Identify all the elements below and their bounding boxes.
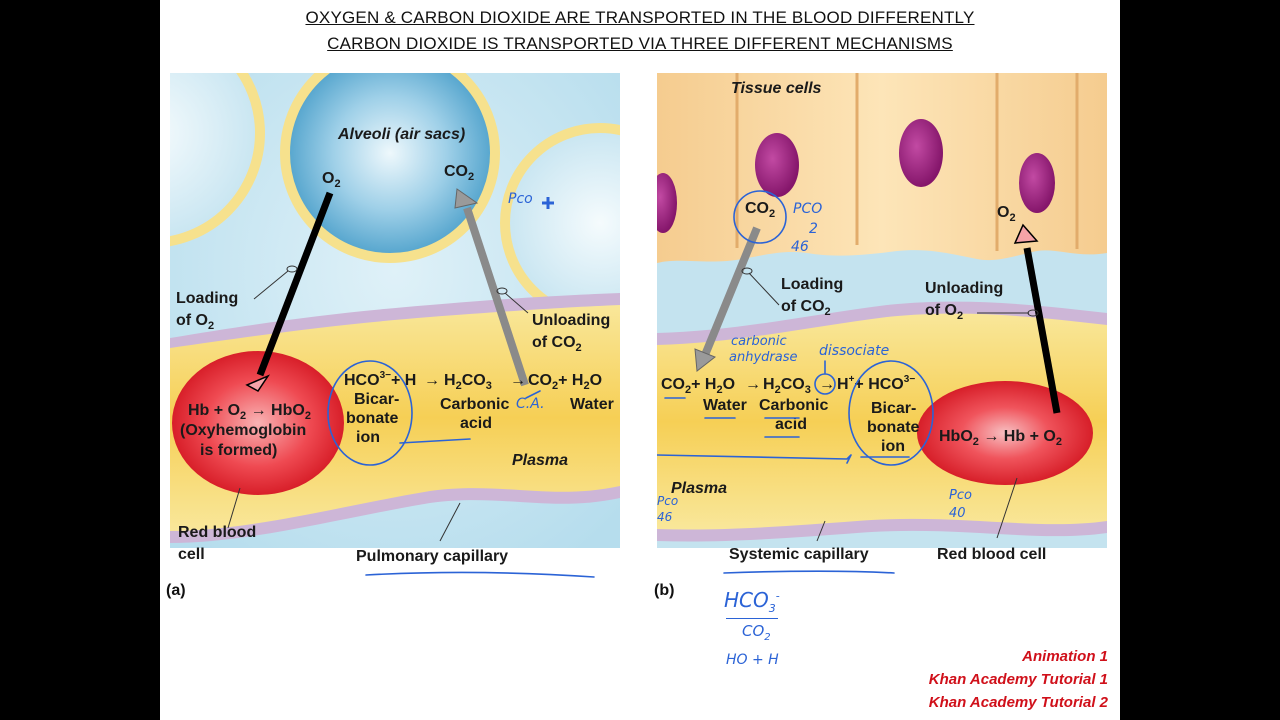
panel-b-co2-label: CO2 bbox=[745, 200, 775, 220]
panel-a-capillary-label: Pulmonary capillary bbox=[356, 548, 508, 565]
svg-text:H++ HCO3−: H++ HCO3− bbox=[837, 374, 915, 393]
ink-underline-pulmonary bbox=[365, 571, 595, 578]
ink-note-ho: HO + H bbox=[726, 652, 779, 668]
svg-text:→: → bbox=[745, 376, 761, 393]
svg-text:→: → bbox=[819, 376, 835, 393]
panel-a-pulmonary: Alveoli (air sacs) O2 CO2 Loading of O2 … bbox=[170, 73, 620, 568]
panel-a-red-blood-cell bbox=[172, 351, 344, 495]
panel-b-rbc-equation: HbO2 → Hb + O2 bbox=[939, 428, 1062, 448]
ink-underline-systemic bbox=[723, 570, 895, 574]
panel-a-co2-label: CO2 bbox=[444, 163, 474, 183]
panel-a-diagram: Alveoli (air sacs) O2 CO2 Loading of O2 … bbox=[170, 73, 620, 568]
svg-text:Water: Water bbox=[703, 397, 747, 414]
svg-text:H2CO3: H2CO3 bbox=[444, 372, 492, 392]
panel-b-systemic: Tissue cells CO2 O2 Loading of CO2 Unloa… bbox=[657, 73, 1107, 568]
panel-b-letter: (b) bbox=[654, 582, 675, 599]
panel-a-plasma-label: Plasma bbox=[512, 452, 568, 469]
svg-text:H2CO3: H2CO3 bbox=[763, 376, 811, 396]
svg-text:→: → bbox=[424, 372, 440, 389]
panel-b-tissue-label: Tissue cells bbox=[731, 80, 822, 97]
panel-a-unloading-label: Unloading bbox=[532, 312, 610, 329]
svg-text:Carbonic: Carbonic bbox=[440, 396, 509, 413]
svg-text:acid: acid bbox=[775, 416, 807, 433]
ink-dissociate: dissociate bbox=[819, 343, 889, 359]
slide-heading-line1: OXYGEN & CARBON DIOXIDE ARE TRANSPORTED … bbox=[305, 8, 975, 27]
panel-a-cell-label: cell bbox=[178, 546, 205, 563]
ink-plus-cursor bbox=[542, 197, 554, 209]
panel-a-alveoli-label: Alveoli (air sacs) bbox=[337, 126, 465, 143]
ink-anhydrase: anhydrase bbox=[729, 350, 797, 365]
svg-text:bonate: bonate bbox=[867, 419, 920, 436]
ink-circle-bicarbonate bbox=[327, 360, 413, 466]
svg-text:CO2+ H2O: CO2+ H2O bbox=[661, 376, 735, 396]
ink-pco-b: PCO bbox=[793, 201, 822, 217]
panel-b-reaction: CO2+ H2O → H2CO3 → H++ HCO3− Water Carbo… bbox=[661, 374, 920, 455]
svg-text:bonate: bonate bbox=[346, 410, 399, 427]
svg-text:Bicar-: Bicar- bbox=[871, 400, 916, 417]
svg-text:Hb + O2 → HbO2: Hb + O2 → HbO2 bbox=[188, 402, 311, 422]
svg-text:(Oxyhemoglobin: (Oxyhemoglobin bbox=[180, 422, 306, 439]
panel-b-rbc-label: Red blood cell bbox=[937, 546, 1046, 563]
ink-arrow-a bbox=[399, 438, 471, 444]
svg-text:acid: acid bbox=[460, 415, 492, 432]
ink-40: 40 bbox=[949, 506, 966, 521]
link-khan-tutorial-2[interactable]: Khan Academy Tutorial 2 bbox=[928, 694, 1108, 711]
panel-b-capillary-label: Systemic capillary bbox=[729, 546, 869, 563]
svg-text:2: 2 bbox=[809, 221, 818, 237]
svg-text:Pco: Pco bbox=[657, 494, 678, 508]
svg-text:→: → bbox=[510, 372, 526, 389]
panel-b-red-blood-cell bbox=[917, 381, 1093, 485]
ink-pco-a: Pco bbox=[508, 191, 533, 207]
panel-a-letter: (a) bbox=[166, 582, 186, 599]
panel-b-of-co2-label: of CO2 bbox=[781, 298, 831, 318]
ink-arrow-b bbox=[657, 454, 852, 464]
ink-circle-bicarbonate-b bbox=[848, 360, 934, 466]
link-animation-1[interactable]: Animation 1 bbox=[1022, 648, 1108, 665]
ink-fraction-line bbox=[726, 618, 778, 619]
panel-a-of-o2-label: of O2 bbox=[176, 312, 214, 332]
panel-b-loading-label: Loading bbox=[781, 276, 843, 293]
ink-46-b: 46 bbox=[791, 239, 809, 255]
panel-b-of-o2-label: of O2 bbox=[925, 302, 963, 322]
panel-b-o2-label: O2 bbox=[997, 204, 1016, 224]
slide-heading-line2: CARBON DIOXIDE IS TRANSPORTED VIA THREE … bbox=[327, 34, 953, 53]
slide: OXYGEN & CARBON DIOXIDE ARE TRANSPORTED … bbox=[160, 0, 1120, 720]
resource-links: Animation 1 Khan Academy Tutorial 1 Khan… bbox=[929, 645, 1108, 714]
svg-text:Water: Water bbox=[570, 396, 614, 413]
panel-a-loading-label: Loading bbox=[176, 290, 238, 307]
tissue-cells bbox=[657, 73, 1107, 263]
ink-carbonic: carbonic bbox=[731, 334, 787, 349]
panel-b-plasma-label: Plasma bbox=[671, 480, 727, 497]
svg-text:ion: ion bbox=[356, 429, 380, 446]
panel-a-reaction: HCO3−+ H → H2CO3 → CO2+ H2O Bicar- bonat… bbox=[344, 370, 614, 446]
panel-b-diagram: Tissue cells CO2 O2 Loading of CO2 Unloa… bbox=[657, 73, 1107, 568]
panel-a-of-co2-label: of CO2 bbox=[532, 334, 582, 354]
svg-text:Carbonic: Carbonic bbox=[759, 397, 828, 414]
svg-text:46: 46 bbox=[657, 510, 673, 524]
ink-note-co2: CO2 bbox=[742, 622, 771, 643]
panel-b-unloading-label: Unloading bbox=[925, 280, 1003, 297]
ink-ca: C.A. bbox=[516, 396, 545, 412]
panel-a-rbc-equation: Hb + O2 → HbO2 (Oxyhemoglobin is formed) bbox=[180, 402, 311, 459]
ink-pco-rbc: Pco bbox=[949, 488, 972, 503]
svg-text:is formed): is formed) bbox=[200, 442, 277, 459]
svg-text:ion: ion bbox=[881, 438, 905, 455]
ink-circle-co2 bbox=[733, 190, 787, 244]
panel-a-red-blood-label: Red blood bbox=[178, 524, 256, 541]
ink-note-hco3: HCO3- bbox=[724, 588, 780, 615]
svg-text:Bicar-: Bicar- bbox=[354, 391, 399, 408]
panel-a-o2-label: O2 bbox=[322, 170, 341, 190]
link-khan-tutorial-1[interactable]: Khan Academy Tutorial 1 bbox=[928, 671, 1108, 688]
svg-text:CO2+ H2O: CO2+ H2O bbox=[528, 372, 602, 392]
